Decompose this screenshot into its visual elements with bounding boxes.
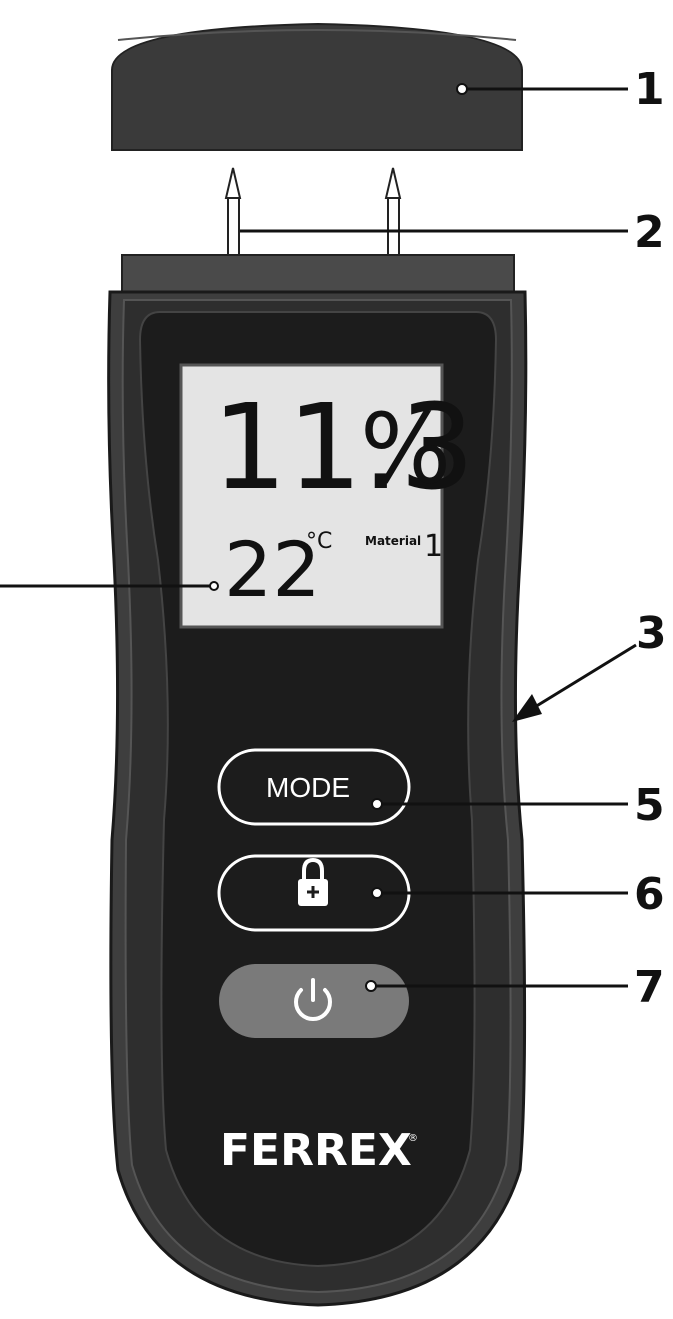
material-label: Material <box>365 534 421 548</box>
callout-leaders <box>0 83 637 992</box>
callout-line-3 <box>529 643 637 712</box>
probe-pin-left <box>224 167 242 259</box>
callout-label-3: 3 <box>636 608 667 659</box>
callout-label-5: 5 <box>634 780 665 831</box>
callout-dot-1 <box>456 83 468 95</box>
moisture-unit: % <box>360 393 451 505</box>
mode-button[interactable]: MODE <box>217 748 411 826</box>
brand-registered-mark: ® <box>408 1133 418 1144</box>
probe-pin-right <box>384 167 402 259</box>
lcd-display: 11.3 % 22 °C Material 1 <box>179 363 475 629</box>
callout-dot-5 <box>371 798 383 810</box>
mode-button-label: MODE <box>266 772 350 803</box>
power-icon <box>294 978 332 1022</box>
material-number: 1 <box>424 529 443 564</box>
probe-pins <box>224 167 402 259</box>
hold-button[interactable] <box>217 854 411 932</box>
lock-icon <box>298 857 328 906</box>
moisture-reading: 11.3 <box>212 378 475 516</box>
callout-label-7: 7 <box>634 962 665 1013</box>
temperature-unit: °C <box>306 529 332 554</box>
callout-dot-display <box>209 581 219 591</box>
brand-logo: FERREX <box>220 1125 412 1176</box>
callout-dot-7 <box>365 980 377 992</box>
callout-dot-6 <box>371 887 383 899</box>
temperature-reading: 22 <box>224 525 321 614</box>
power-button[interactable] <box>219 964 409 1038</box>
callout-label-6: 6 <box>634 869 665 920</box>
callout-label-1: 1 <box>634 64 665 115</box>
callout-arrowhead-3 <box>512 694 542 722</box>
callout-label-2: 2 <box>634 207 665 258</box>
protective-cap <box>111 22 523 151</box>
